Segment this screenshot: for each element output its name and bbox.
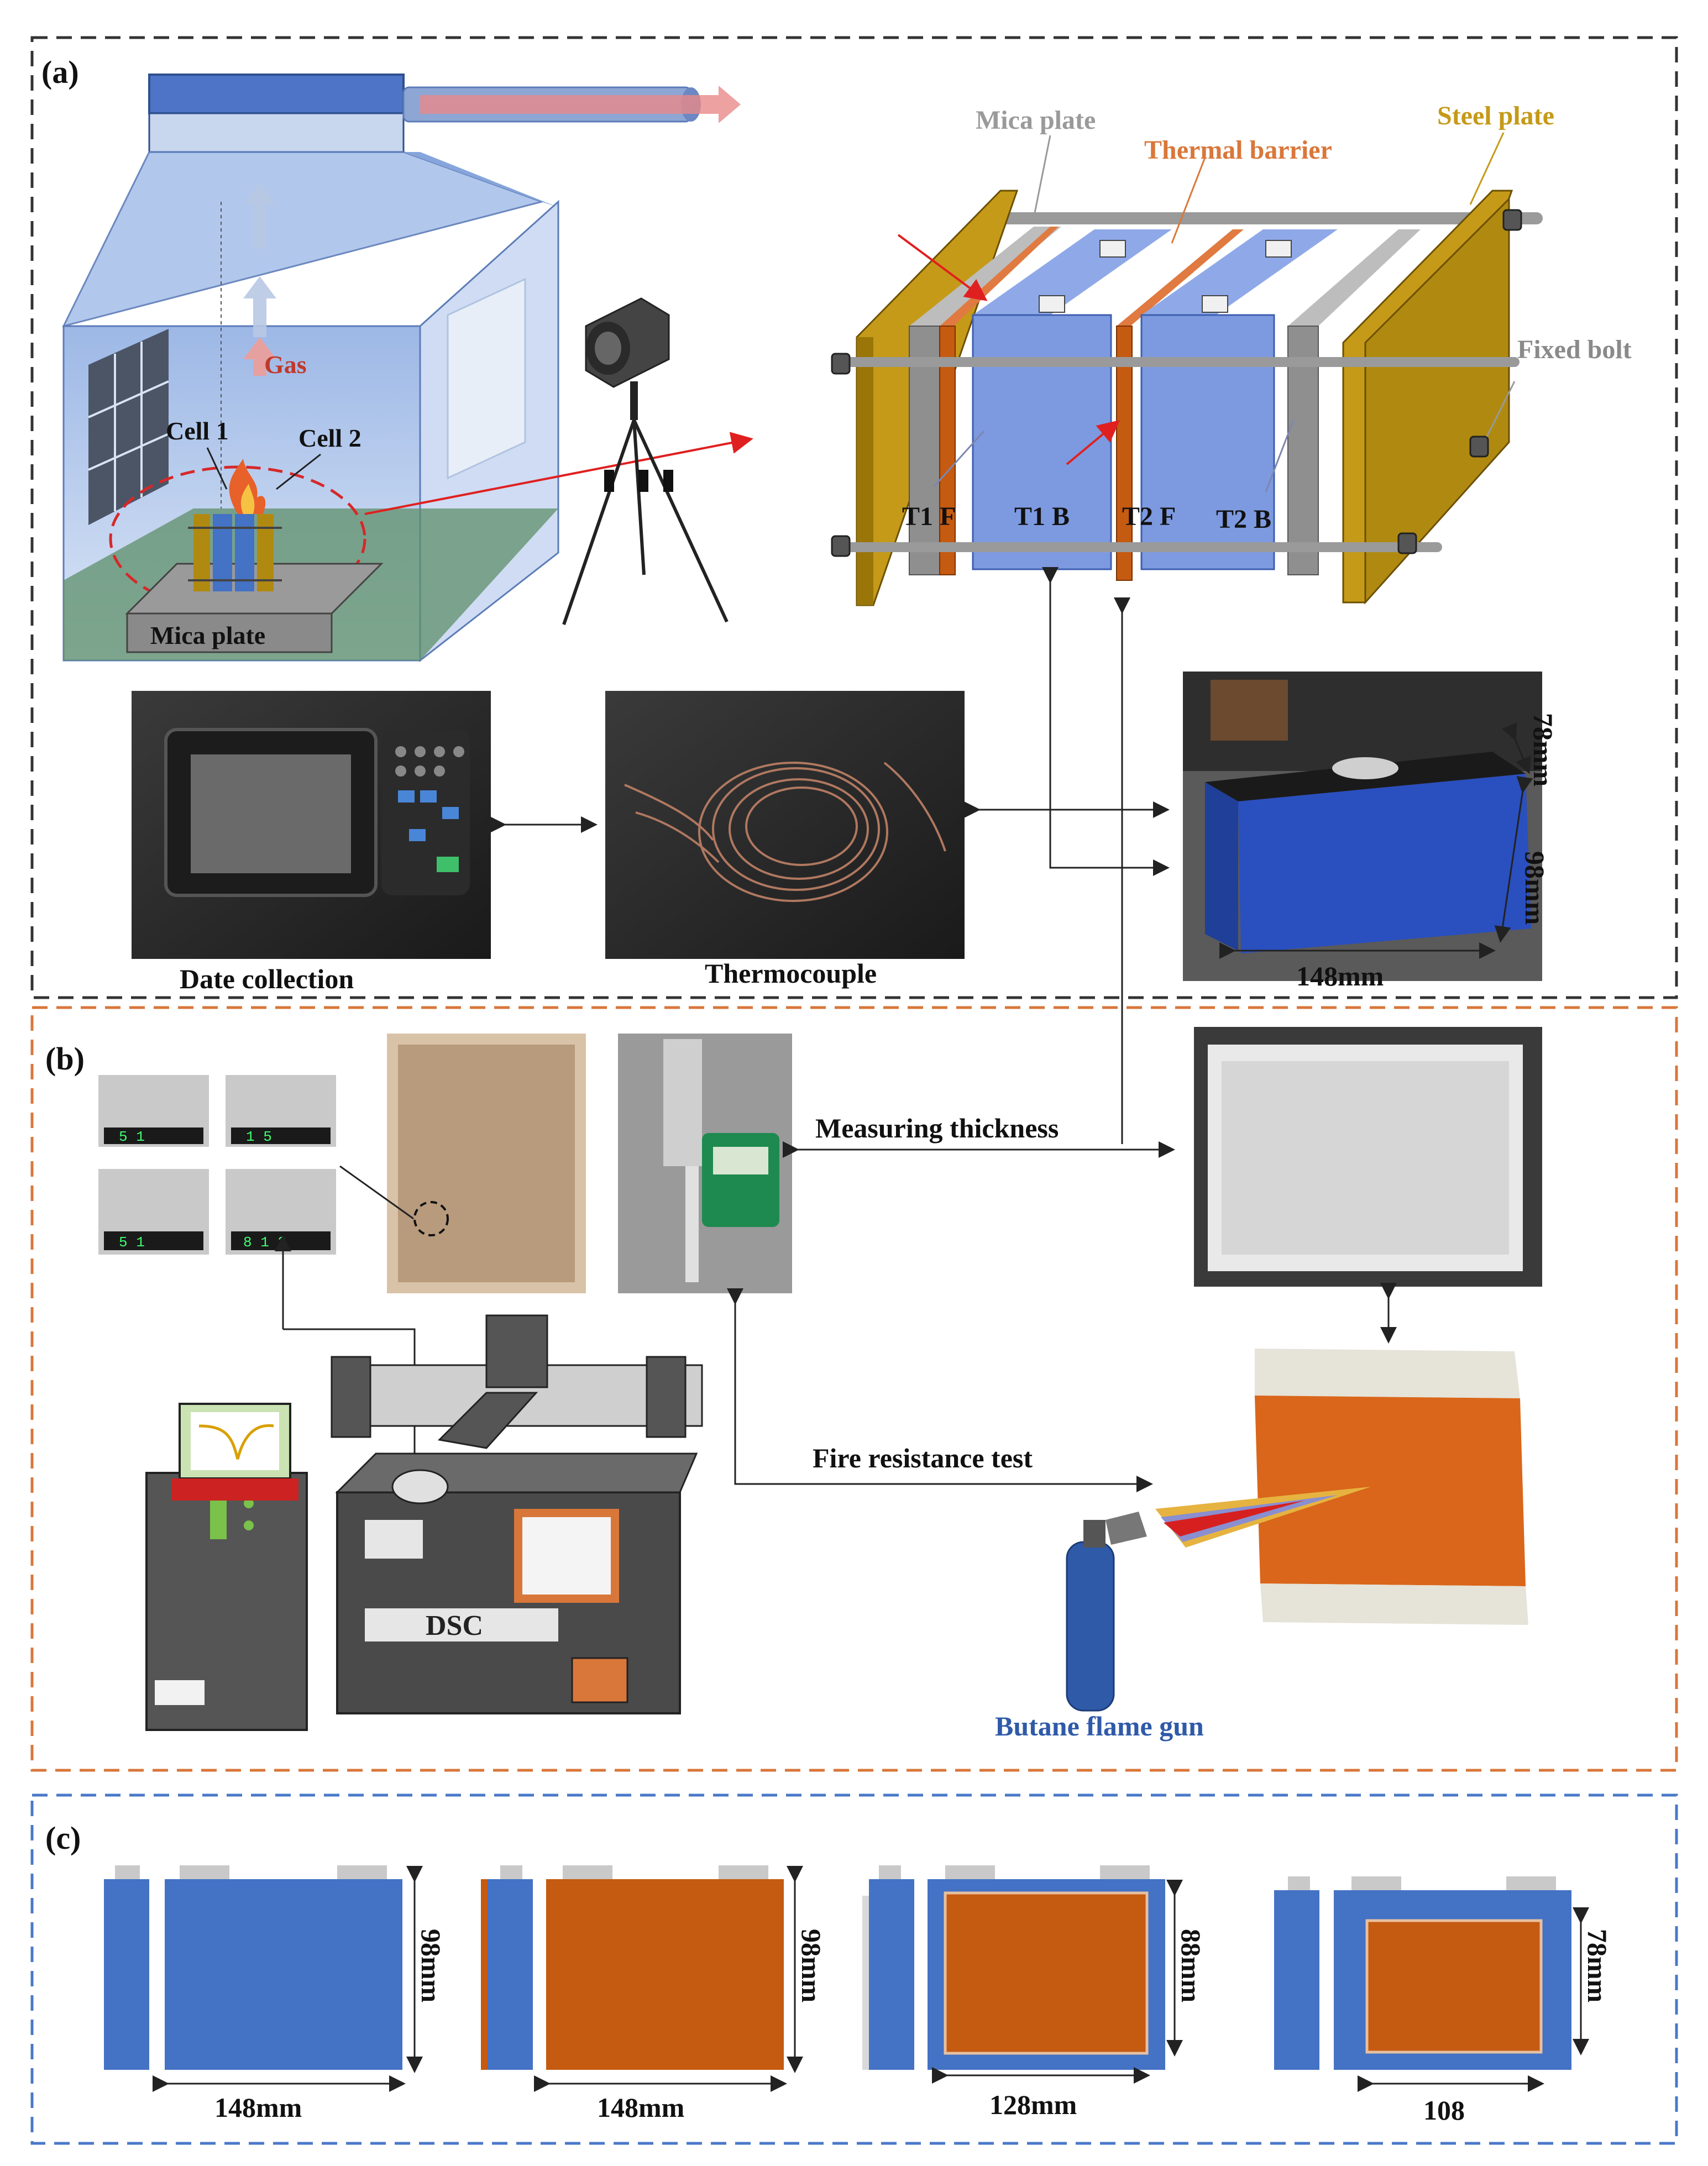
barrier-panel-under-flame	[1255, 1349, 1528, 1625]
thermocouple-caption: Thermocouple	[705, 958, 877, 989]
thermal-barrier-label: Thermal barrier	[1144, 135, 1332, 165]
combustion-chamber: Gas Mica plate Cell 1 Cell 2	[62, 74, 753, 663]
config-1-width: 148mm	[214, 2092, 302, 2123]
fixed-bolt-label: Fixed bolt	[1517, 335, 1632, 364]
panel-a-label: (a)	[41, 54, 79, 90]
config-2-width: 148mm	[597, 2092, 684, 2123]
config-1-height: 98mm	[416, 1929, 447, 2002]
panel-c-label: (c)	[45, 1820, 81, 1856]
cell-width-label: 148mm	[1296, 961, 1384, 992]
mica-plate-label: Mica plate	[976, 106, 1096, 135]
measuring-thickness-label: Measuring thickness	[815, 1113, 1059, 1144]
data-collection-caption: Date collection	[180, 963, 354, 994]
t1f-label: T1 F	[902, 502, 956, 531]
honeycomb-sample-photo	[387, 1034, 586, 1293]
cell2-label: Cell 2	[298, 424, 361, 452]
butane-flame-gun	[1066, 1487, 1371, 1712]
mass-scale-photos: 5 1 1 5 5 1 8 1 3	[98, 1075, 336, 1255]
scale-reading-4: 8 1 3	[243, 1234, 286, 1251]
dsc-label: DSC	[426, 1610, 483, 1641]
dsc-instrument: DSC	[145, 1314, 703, 1731]
config-1-cell-only	[104, 1865, 402, 2070]
t2b-label: T2 B	[1216, 505, 1271, 534]
config-3-height: 88mm	[1176, 1929, 1207, 2002]
panel-b-label: (b)	[45, 1041, 85, 1077]
config-4-height: 78mm	[1582, 1929, 1613, 2002]
config-3-medium-barrier	[862, 1865, 1165, 2070]
config-2-full-barrier	[481, 1865, 784, 2070]
fire-resistance-label: Fire resistance test	[813, 1443, 1033, 1473]
config-3-width: 128mm	[989, 2089, 1077, 2120]
gas-label: Gas	[264, 350, 307, 379]
battery-fixture: T1 F T1 B T2 F T2 B Mica plate Thermal b…	[831, 101, 1632, 606]
config-2-height: 98mm	[796, 1929, 827, 2002]
window-grid	[88, 329, 169, 525]
chamber-base-label: Mica plate	[150, 621, 265, 649]
config-4-width: 108	[1423, 2095, 1465, 2126]
scale-reading-3: 5 1	[119, 1234, 145, 1251]
micrometer-photo	[618, 1034, 792, 1293]
cell-height-label: 98mm	[1520, 851, 1550, 925]
data-logger-photo	[132, 691, 491, 959]
t2f-label: T2 F	[1122, 502, 1176, 531]
aerogel-sample-photo	[1194, 1027, 1542, 1287]
t1b-label: T1 B	[1014, 502, 1070, 531]
scale-reading-1: 5 1	[119, 1129, 145, 1145]
scale-reading-2: 1 5	[246, 1129, 272, 1145]
steel-plate-label: Steel plate	[1437, 101, 1554, 130]
cell1-label: Cell 1	[166, 417, 229, 445]
butane-gun-label: Butane flame gun	[995, 1711, 1204, 1742]
cell-depth-label: 78mm	[1528, 713, 1559, 786]
panel-b-frame	[30, 1006, 1678, 1772]
thermocouple-photo	[605, 691, 965, 959]
camera-tripod	[562, 297, 729, 625]
cell-photo	[1183, 672, 1542, 981]
panel-a-frame	[30, 36, 1678, 999]
config-4-small-barrier	[1274, 1876, 1571, 2070]
